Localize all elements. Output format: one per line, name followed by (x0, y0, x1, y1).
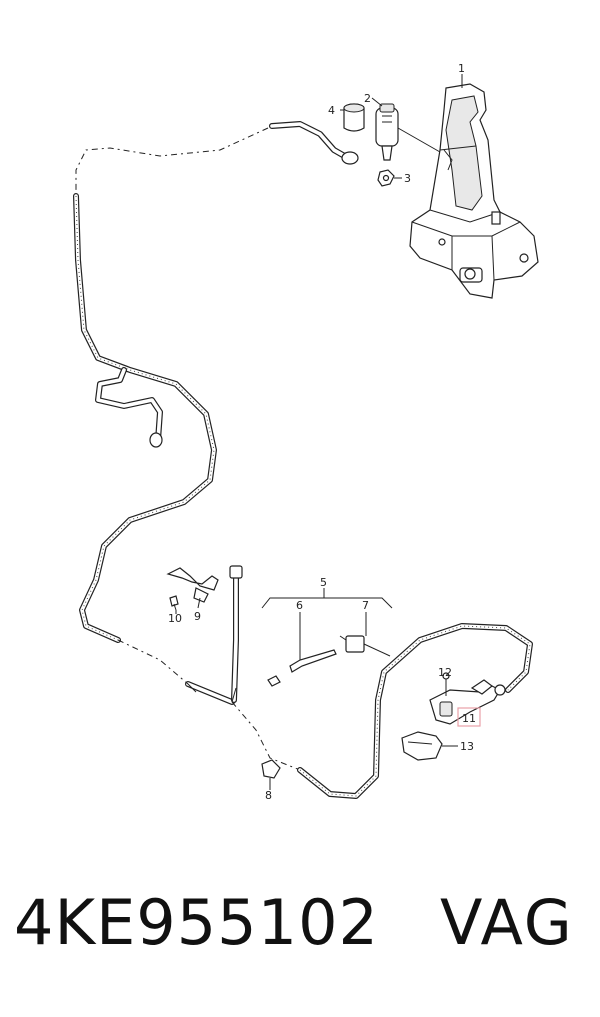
callout-12: 12 (438, 666, 452, 679)
part-number: 4KE955102 (14, 886, 379, 959)
callout-11: 11 (462, 712, 476, 725)
callout-13: 13 (460, 740, 474, 753)
callout-3: 3 (404, 172, 411, 185)
hose-clip (261, 759, 281, 790)
callout-9: 9 (194, 610, 201, 623)
callout-8: 8 (265, 789, 272, 802)
bracket (166, 567, 219, 611)
nut (377, 169, 395, 187)
callout-2: 2 (364, 92, 371, 105)
grommet (343, 103, 365, 132)
callout-5: 5 (320, 576, 327, 589)
callout-1: 1 (458, 62, 465, 75)
brand-label: VAG (440, 886, 574, 959)
callout-7: 7 (362, 599, 369, 612)
callout-6: 6 (296, 599, 303, 612)
group-5-bracket (261, 588, 393, 609)
clip (267, 612, 337, 687)
callout-leaders (175, 74, 463, 614)
footer: 4KE955102 VAG (0, 880, 600, 990)
callout-4: 4 (328, 104, 335, 117)
washer-hoses (73, 121, 533, 799)
parts-diagram: 1 2 3 4 5 6 7 8 9 10 11 12 13 (73, 62, 539, 802)
nozzle-assembly (429, 672, 506, 725)
callout-10: 10 (168, 612, 182, 625)
washer-pump (375, 103, 441, 161)
heater (339, 612, 391, 657)
cover-cap (401, 731, 458, 761)
highlight-box-11 (457, 707, 481, 727)
washer-reservoir (409, 83, 539, 299)
